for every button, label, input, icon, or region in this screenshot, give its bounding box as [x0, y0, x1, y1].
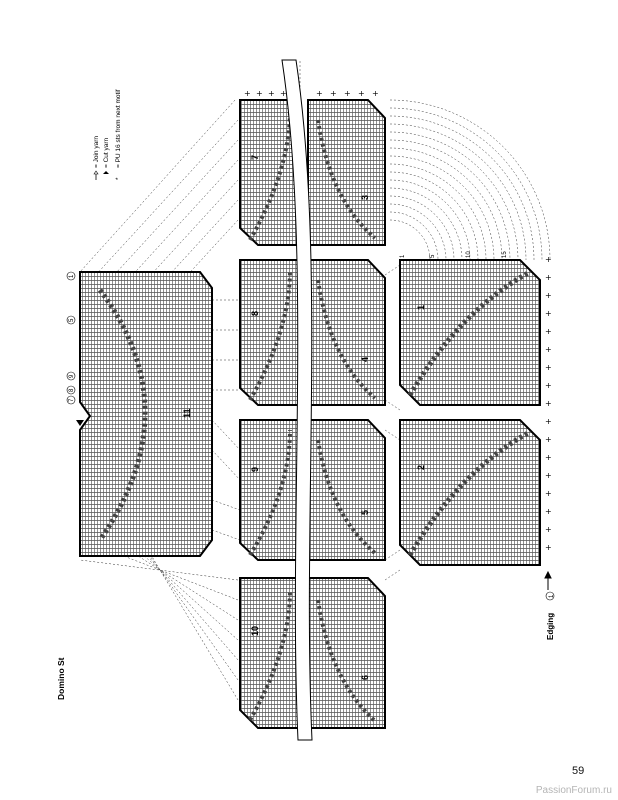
svg-text:+: +	[330, 89, 337, 98]
motif-9-label: 9	[250, 467, 260, 472]
motif-4-label: 4	[360, 357, 370, 362]
svg-text:+: +	[545, 489, 552, 498]
legend-pu: * = PU 16 sts from next motif	[115, 89, 122, 180]
watermark: PassionForum.ru	[536, 785, 612, 796]
svg-text:+: +	[545, 543, 552, 552]
legend-asterisk: *	[115, 177, 122, 180]
motif-4	[308, 260, 385, 405]
svg-text:+: +	[545, 309, 552, 318]
svg-text:+: +	[545, 327, 552, 336]
svg-text:+: +	[545, 525, 552, 534]
legend-cut-yarn: = Cut yarn	[103, 137, 110, 174]
svg-text:+: +	[545, 471, 552, 480]
edging-label-group: Edging 1	[546, 592, 555, 640]
row-marker-10: 10	[466, 251, 472, 258]
svg-text:+: +	[545, 507, 552, 516]
svg-text:+: +	[358, 89, 365, 98]
round-5: 5	[69, 318, 75, 322]
svg-text:+: +	[256, 89, 263, 98]
motif-1	[400, 260, 540, 405]
legend-join-yarn: = Join yarn	[93, 136, 100, 180]
svg-text:+: +	[545, 453, 552, 462]
join-yarn-arrow-icon	[545, 572, 551, 590]
svg-text:+: +	[545, 381, 552, 390]
svg-text:+: +	[545, 345, 552, 354]
round-7: 7	[69, 398, 75, 402]
svg-text:+: +	[545, 417, 552, 426]
motif-1-label: 1	[416, 305, 426, 310]
page-number: 59	[572, 765, 584, 777]
motif-6	[308, 578, 385, 728]
svg-text:+: +	[545, 291, 552, 300]
motif-8-label: 8	[250, 311, 260, 316]
legend-cut-yarn-text: = Cut yarn	[103, 137, 110, 168]
svg-text:+: +	[316, 89, 323, 98]
svg-text:+: +	[344, 89, 351, 98]
motif-5-label: 5	[360, 510, 370, 515]
motif-2-label: 2	[416, 465, 426, 470]
row-marker-15: 15	[502, 251, 508, 258]
legend-join-yarn-text: = Join yarn	[93, 136, 100, 168]
svg-text:+: +	[545, 435, 552, 444]
motif-9	[240, 420, 300, 560]
svg-text:+: +	[545, 273, 552, 282]
circled-rounds: 1 5 9 8 7	[67, 272, 75, 404]
motif-10-label: 10	[250, 626, 260, 636]
motif-5	[308, 420, 385, 560]
edging-label: Edging	[546, 613, 555, 640]
svg-text:+: +	[545, 255, 552, 264]
round-1: 1	[69, 274, 75, 278]
svg-text:+: +	[372, 89, 379, 98]
motif-10	[240, 578, 300, 728]
motif-6-label: 6	[360, 675, 370, 680]
motif-11	[80, 272, 212, 556]
round-8: 8	[69, 388, 75, 392]
legend: = Join yarn = Cut yarn * = PU 16 sts fro…	[93, 89, 122, 180]
svg-text:+: +	[545, 399, 552, 408]
edging-round: 1	[549, 594, 555, 598]
svg-text:+: +	[280, 89, 287, 98]
row-marker-5: 5	[430, 254, 436, 258]
motif-3	[308, 100, 385, 245]
motif-3-label: 3	[360, 195, 370, 200]
motif-8	[240, 260, 300, 405]
svg-text:+: +	[244, 89, 251, 98]
motif-7-label: 7	[250, 155, 260, 160]
legend-pu-text: = PU 16 sts from next motif	[115, 89, 122, 168]
arc-lines	[390, 100, 550, 260]
svg-text:+: +	[268, 89, 275, 98]
svg-text:+: +	[545, 363, 552, 372]
motif-11-label: 11	[182, 408, 192, 418]
round-9: 9	[69, 374, 75, 378]
motif-2	[400, 420, 540, 565]
row-marker-1: 1	[400, 254, 406, 258]
page-title: Domino St	[56, 657, 66, 700]
